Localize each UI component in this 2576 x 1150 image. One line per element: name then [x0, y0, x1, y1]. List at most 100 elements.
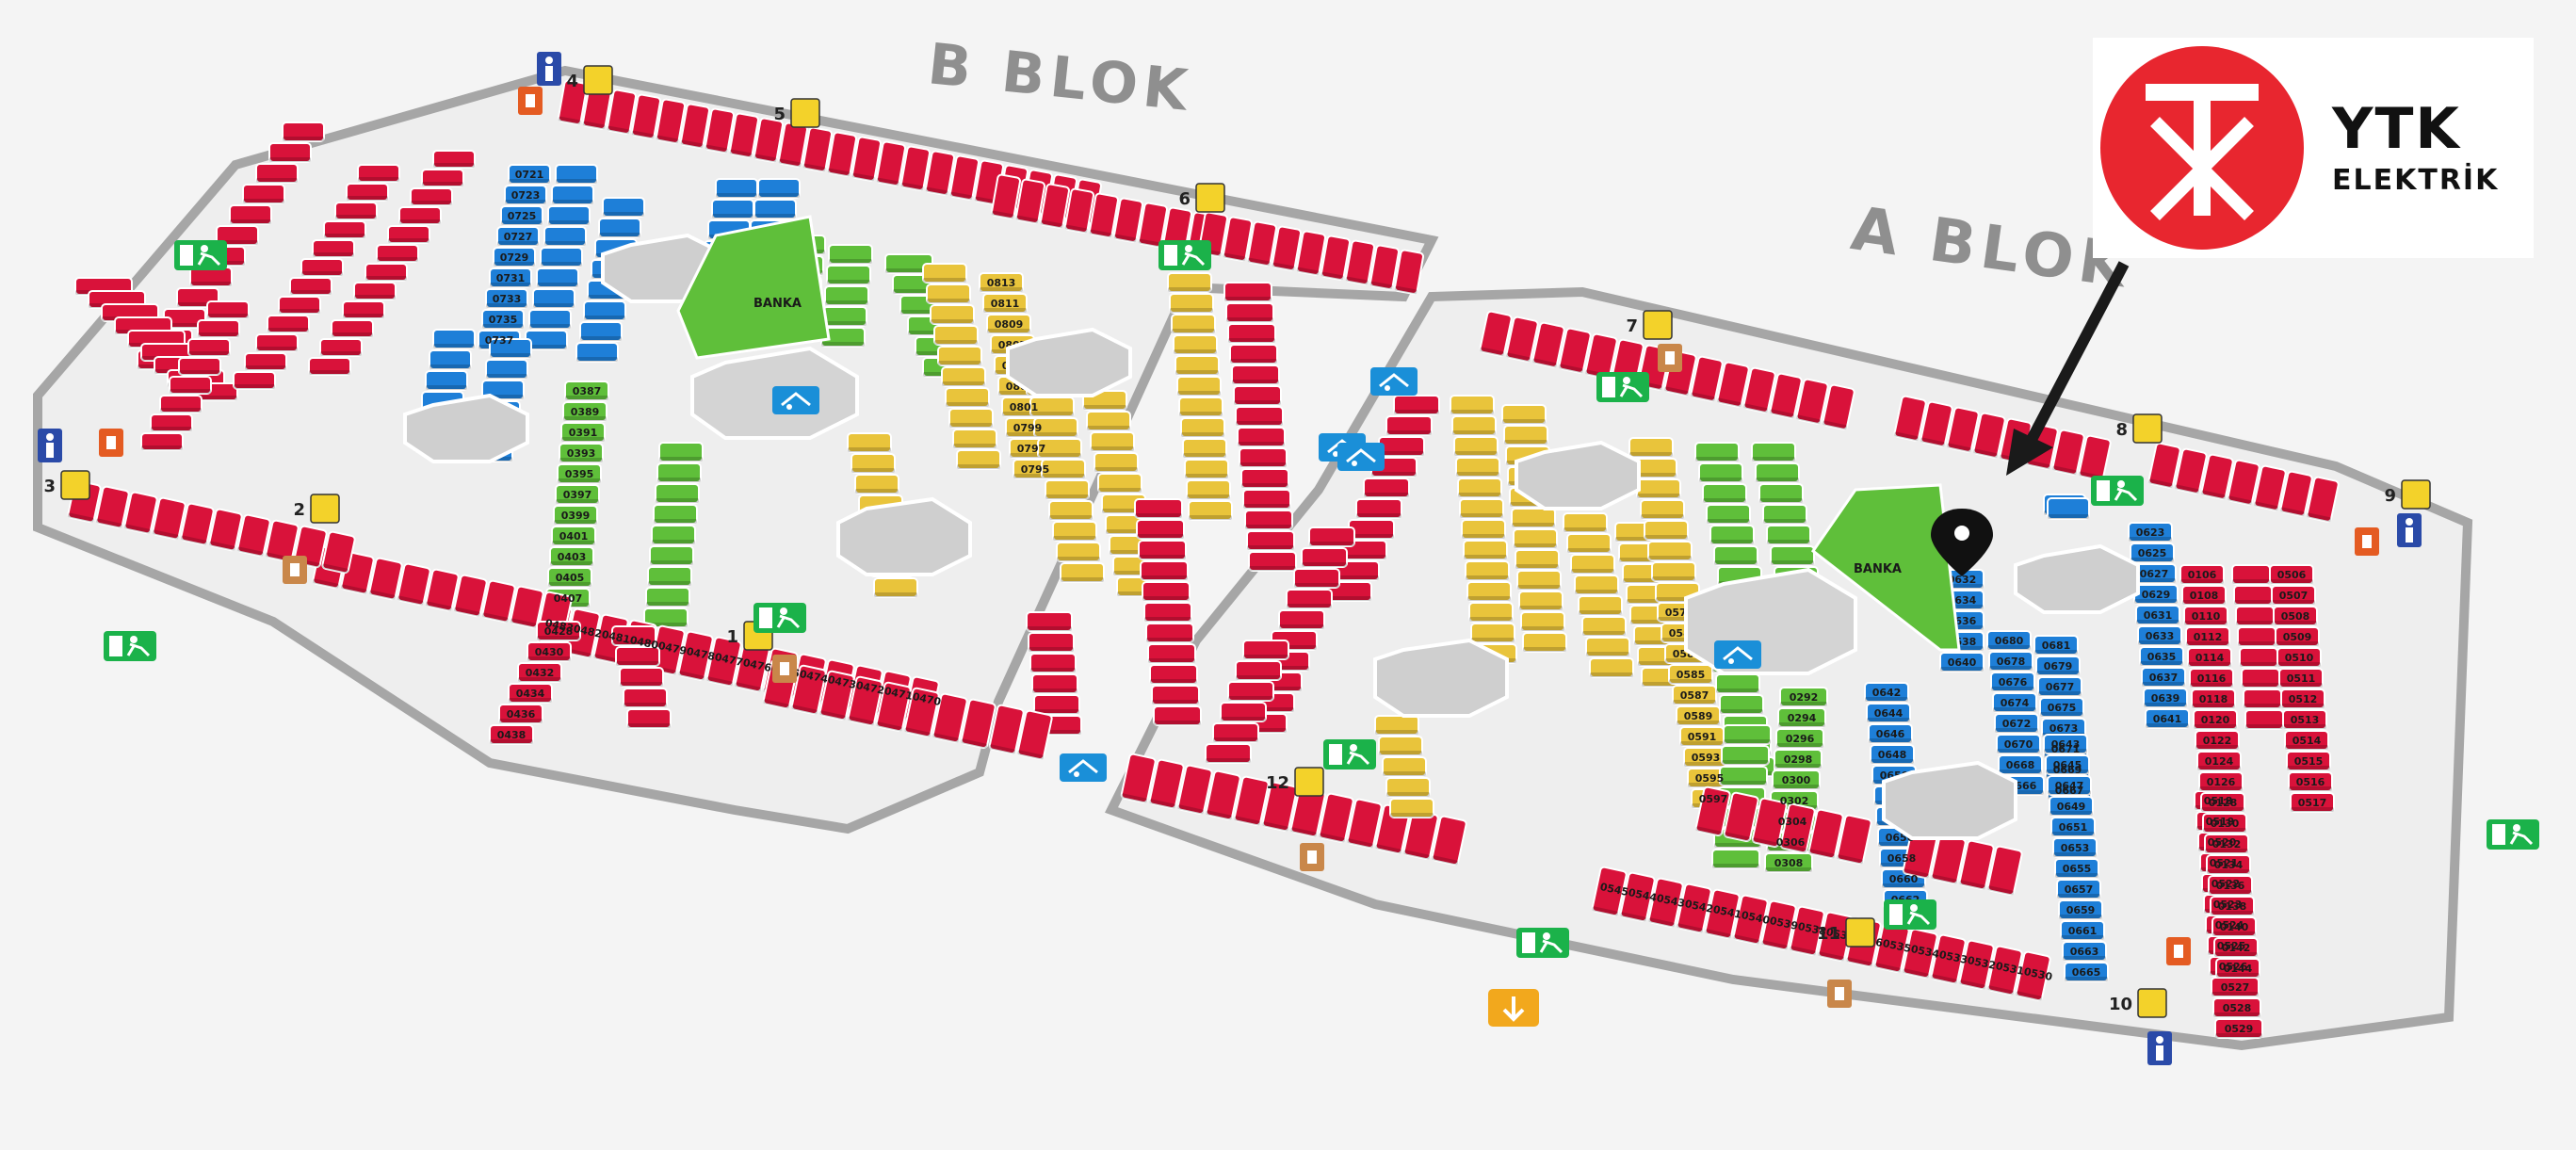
- stall[interactable]: [365, 263, 408, 282]
- stall[interactable]: [1301, 547, 1348, 568]
- stall[interactable]: [2195, 730, 2240, 751]
- stall[interactable]: [711, 199, 754, 219]
- stall[interactable]: [180, 502, 215, 546]
- stall[interactable]: [1721, 745, 1770, 766]
- stall[interactable]: [2231, 564, 2271, 585]
- stall[interactable]: [1795, 378, 1829, 425]
- stall[interactable]: [1515, 549, 1560, 570]
- stall[interactable]: [1173, 334, 1218, 355]
- stall[interactable]: [1501, 404, 1547, 425]
- stall[interactable]: [2282, 709, 2327, 730]
- stall[interactable]: [1320, 235, 1352, 281]
- stall[interactable]: [1522, 632, 1567, 653]
- stall[interactable]: [1939, 652, 1985, 672]
- stall[interactable]: [1459, 498, 1504, 519]
- stall[interactable]: [2174, 447, 2208, 494]
- stall[interactable]: [1479, 310, 1513, 357]
- stall[interactable]: [1450, 395, 1495, 415]
- stall[interactable]: [1148, 758, 1185, 810]
- stall[interactable]: [1233, 385, 1282, 406]
- stall[interactable]: [308, 357, 351, 376]
- stall[interactable]: [300, 258, 344, 277]
- stall[interactable]: [1619, 871, 1656, 923]
- stall[interactable]: [1246, 530, 1295, 551]
- stall[interactable]: [2049, 796, 2094, 817]
- stall[interactable]: [1134, 498, 1183, 519]
- stall[interactable]: [1246, 220, 1278, 267]
- stall[interactable]: [924, 150, 956, 196]
- stall[interactable]: [485, 359, 528, 380]
- stall[interactable]: [334, 202, 378, 220]
- stall[interactable]: [930, 304, 975, 325]
- stall[interactable]: [2215, 958, 2260, 979]
- stall[interactable]: [1147, 643, 1196, 664]
- stall[interactable]: [1998, 754, 2043, 775]
- stall[interactable]: [2212, 997, 2261, 1018]
- stall[interactable]: [1235, 406, 1284, 427]
- stall[interactable]: [2047, 775, 2092, 796]
- stall[interactable]: [216, 225, 259, 246]
- stall[interactable]: [990, 173, 1022, 219]
- stall[interactable]: [1647, 877, 1684, 929]
- stall[interactable]: [1039, 183, 1071, 229]
- stall[interactable]: [323, 220, 366, 239]
- stall[interactable]: [387, 225, 430, 244]
- stall[interactable]: [1286, 589, 1333, 609]
- stall[interactable]: [1902, 928, 1938, 980]
- stall[interactable]: [489, 338, 532, 359]
- stall[interactable]: [152, 496, 186, 541]
- stall[interactable]: [357, 164, 400, 183]
- stall[interactable]: [1378, 436, 1425, 457]
- stall[interactable]: [178, 357, 221, 376]
- stall[interactable]: [312, 239, 355, 258]
- stall[interactable]: [933, 325, 979, 346]
- stall[interactable]: [2043, 734, 2088, 754]
- stall[interactable]: [2271, 585, 2316, 606]
- stall[interactable]: [1468, 602, 1514, 623]
- stall[interactable]: [1248, 551, 1297, 572]
- stall[interactable]: [1651, 561, 1696, 582]
- stall[interactable]: [1393, 249, 1425, 295]
- stall[interactable]: [1041, 459, 1086, 479]
- stall[interactable]: [425, 370, 468, 391]
- stall[interactable]: [1026, 611, 1073, 632]
- stall[interactable]: [653, 504, 698, 525]
- stall[interactable]: [517, 662, 562, 683]
- stall[interactable]: [1140, 560, 1189, 581]
- stall[interactable]: [1223, 282, 1272, 302]
- stall[interactable]: [1990, 672, 2035, 692]
- stall[interactable]: [932, 692, 968, 744]
- stall[interactable]: [268, 142, 312, 163]
- stall[interactable]: [1138, 540, 1187, 560]
- stall[interactable]: [2147, 442, 2181, 489]
- stall[interactable]: [979, 272, 1024, 293]
- stall[interactable]: [169, 376, 212, 395]
- stall[interactable]: [1470, 623, 1515, 643]
- stall[interactable]: [1864, 682, 1909, 703]
- stall[interactable]: [1732, 894, 1769, 946]
- stall[interactable]: [822, 306, 867, 327]
- stall[interactable]: [656, 462, 702, 483]
- stall[interactable]: [485, 288, 528, 309]
- stall[interactable]: [278, 296, 321, 315]
- stall[interactable]: [1578, 595, 1623, 616]
- stall[interactable]: [1378, 736, 1423, 756]
- stall[interactable]: [1184, 459, 1229, 479]
- stall[interactable]: [1713, 545, 1758, 566]
- stall[interactable]: [1369, 244, 1401, 290]
- stall[interactable]: [1711, 849, 1760, 869]
- stall[interactable]: [704, 107, 736, 154]
- stall[interactable]: [123, 491, 158, 535]
- stall[interactable]: [2133, 584, 2179, 605]
- stall[interactable]: [1431, 815, 1467, 867]
- stall[interactable]: [397, 562, 431, 607]
- stall[interactable]: [1145, 623, 1194, 643]
- stall[interactable]: [346, 183, 389, 202]
- stall[interactable]: [2306, 476, 2340, 523]
- stall[interactable]: [2183, 606, 2228, 626]
- stall[interactable]: [2200, 453, 2234, 500]
- stall[interactable]: [649, 545, 694, 566]
- stall[interactable]: [715, 178, 758, 199]
- stall[interactable]: [564, 381, 609, 401]
- stall[interactable]: [802, 126, 834, 172]
